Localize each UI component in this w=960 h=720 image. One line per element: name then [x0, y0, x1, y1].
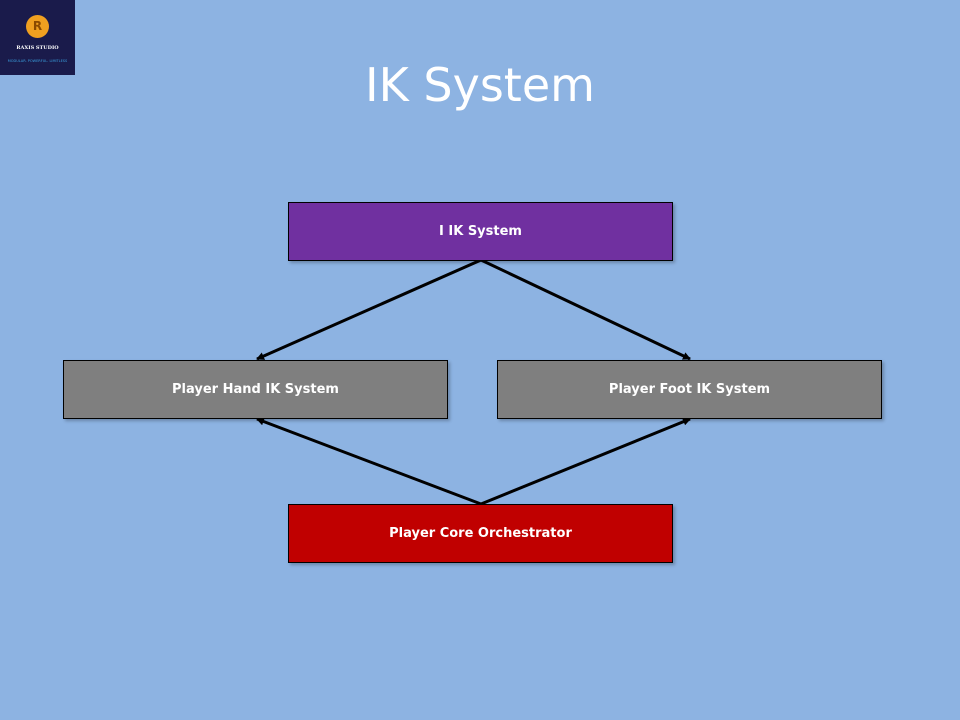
node-label: Player Foot IK System [608, 382, 771, 397]
logo-name: RAXIS STUDIO [16, 45, 59, 51]
edge-ik-to-hand [256, 258, 482, 361]
node-label: Player Hand IK System [172, 382, 339, 397]
node-player-hand-ik: Player Hand IK System [63, 360, 448, 419]
raxis-studio-logo: R RAXIS STUDIO MODULAR. POWERFUL. LIMITL… [0, 0, 75, 75]
edge-ik-to-foot [480, 258, 691, 361]
node-player-foot-ik: Player Foot IK System [497, 360, 882, 419]
edge-core-to-hand [256, 417, 482, 506]
edge-core-to-foot [480, 417, 691, 506]
logo-tagline: MODULAR. POWERFUL. LIMITLESS [7, 59, 68, 63]
node-label: I IK System [439, 224, 522, 239]
node-label: Player Core Orchestrator [389, 526, 572, 541]
logo-emblem-icon: R [26, 15, 49, 38]
node-ik-system: I IK System [288, 202, 673, 261]
node-player-core-orchestrator: Player Core Orchestrator [288, 504, 673, 563]
slide-title: IK System [365, 58, 595, 112]
